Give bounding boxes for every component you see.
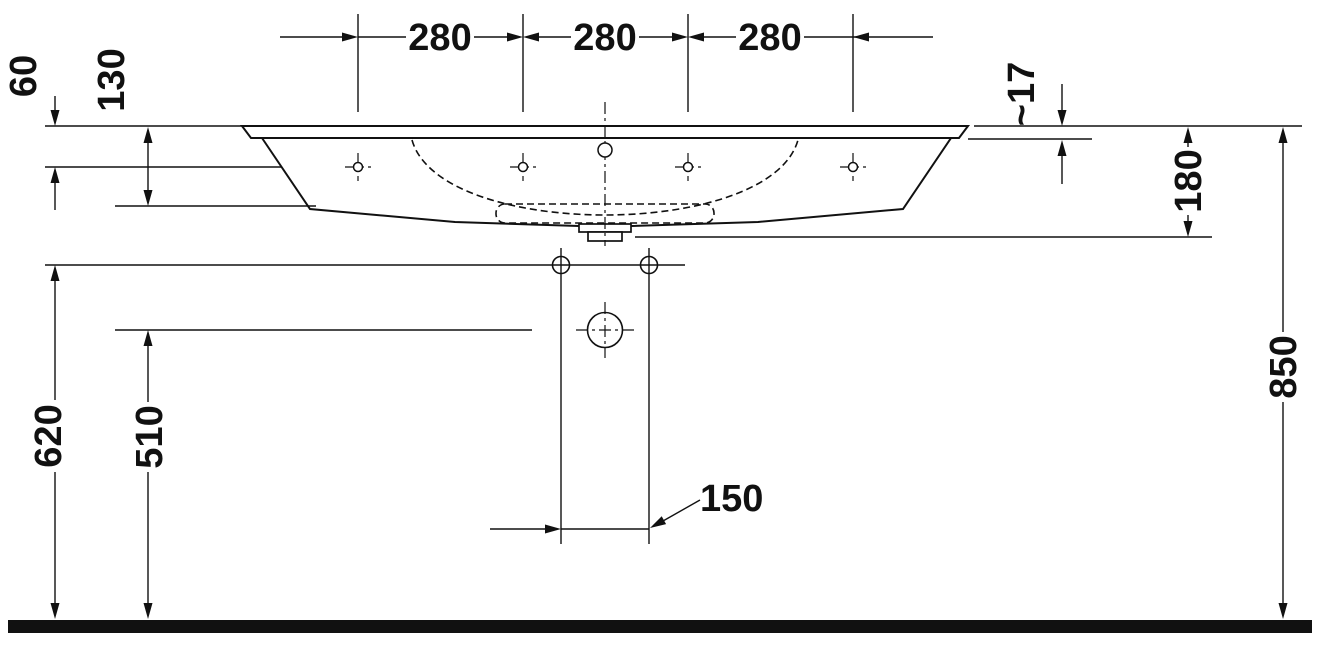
arrowhead <box>650 516 667 528</box>
arrowhead <box>143 190 153 206</box>
arrowhead <box>1278 603 1288 619</box>
arrowhead <box>523 32 539 42</box>
leader-line <box>662 499 701 522</box>
dim-label-280-left: 280 <box>408 17 471 59</box>
arrowhead <box>545 524 561 534</box>
extension-lines <box>357 14 854 112</box>
arrowhead <box>143 127 153 143</box>
arrowhead <box>1183 221 1193 237</box>
arrowhead <box>853 32 869 42</box>
arrowhead <box>143 330 153 346</box>
top-dimension-chain: 280 280 280 <box>280 14 933 112</box>
arrowhead <box>1278 127 1288 143</box>
dimension-620: 620 <box>28 265 70 619</box>
dimension-150: 150 <box>490 248 763 544</box>
dim-label-280-center: 280 <box>573 17 636 59</box>
right-reference-lines <box>635 125 1302 238</box>
arrowhead <box>507 32 523 42</box>
overflow-hole-icon <box>597 142 613 158</box>
dimension-17: ~17 <box>1001 62 1067 184</box>
dim-label-60: 60 <box>3 55 45 97</box>
dim-label-850: 850 <box>1263 335 1305 398</box>
left-reference-lines <box>45 125 685 331</box>
dim-label-180: 180 <box>1168 149 1210 212</box>
arrowhead <box>50 110 60 126</box>
arrowhead <box>342 32 358 42</box>
faucet-hole-icon <box>345 153 371 181</box>
mounting-and-outlet <box>551 255 659 358</box>
arrowhead <box>143 603 153 619</box>
floor-line <box>8 620 1312 633</box>
basin <box>240 102 970 246</box>
dim-label-280-right: 280 <box>738 17 801 59</box>
extension-lines <box>560 248 650 544</box>
faucet-hole-icon <box>510 153 536 181</box>
dimension-130: 130 <box>91 48 153 206</box>
dim-label-130: 130 <box>91 48 133 111</box>
arrowhead <box>688 32 704 42</box>
dim-label-150: 150 <box>700 478 763 520</box>
dimension-510: 510 <box>129 330 171 619</box>
arrowhead <box>672 32 688 42</box>
dim-label-510: 510 <box>129 405 171 468</box>
siphon-cross-lines <box>576 302 634 358</box>
arrowhead <box>50 603 60 619</box>
dim-label-17: ~17 <box>1001 62 1043 126</box>
dimension-180: 180 <box>1168 127 1210 237</box>
arrowhead <box>1183 127 1193 143</box>
bowl-hidden-outline <box>411 139 799 216</box>
dim-label-620: 620 <box>28 404 70 467</box>
arrowhead <box>50 265 60 281</box>
faucet-hole-icon <box>675 153 701 181</box>
arrowhead <box>1057 140 1067 156</box>
dimension-60: 60 <box>3 55 60 210</box>
arrowhead <box>1057 110 1067 126</box>
dimension-850: 850 <box>1263 127 1305 619</box>
faucet-hole-icon <box>840 153 866 181</box>
arrowhead <box>50 167 60 183</box>
